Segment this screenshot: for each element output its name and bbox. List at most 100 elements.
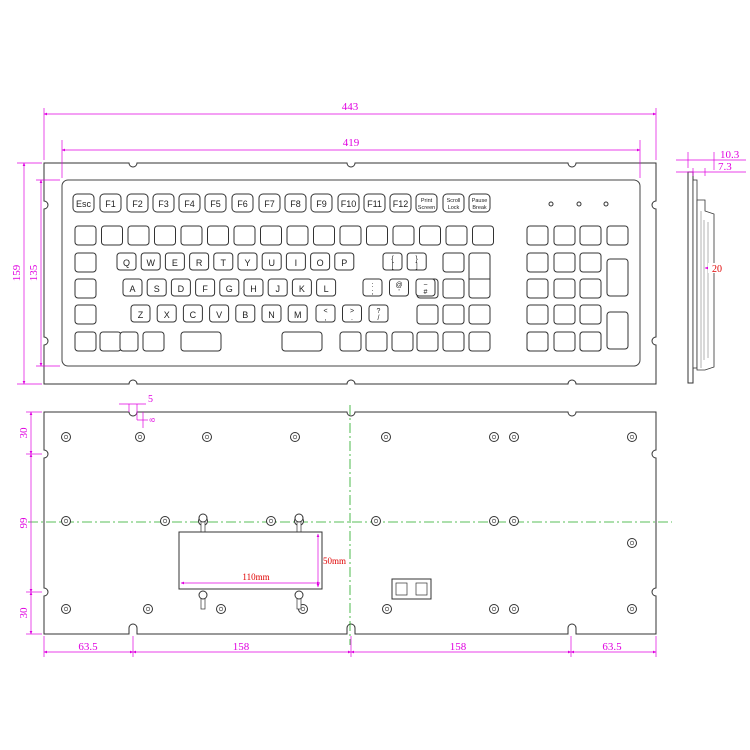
key — [391, 331, 414, 352]
front-dimensions: 443 419 159 135 — [11, 101, 657, 385]
function-key — [204, 193, 227, 213]
special-key — [415, 193, 438, 213]
bottom-middle-label: 99 — [18, 517, 30, 529]
key — [313, 225, 335, 246]
symbol-key-label: : — [372, 282, 374, 289]
numpad-key — [526, 278, 549, 299]
numpad-key — [579, 304, 602, 325]
bottom-left-label: 63.5 — [78, 641, 98, 653]
side-height-label: 20 — [712, 264, 722, 275]
mounting-stud — [294, 513, 304, 523]
symbol-key — [415, 278, 436, 297]
numpad-key — [579, 225, 602, 246]
mounting-stud — [143, 604, 153, 614]
mounting-stud-hole — [629, 434, 635, 440]
numpad-key — [553, 225, 576, 246]
letter-key-label: T — [221, 258, 227, 268]
letter-key — [130, 304, 151, 323]
mounting-stud — [198, 513, 208, 523]
mounting-stud — [627, 432, 637, 442]
mounting-stud-hole — [204, 434, 210, 440]
letter-key — [261, 252, 282, 271]
mounting-stud — [509, 516, 519, 526]
numpad-key — [526, 252, 549, 273]
mounting-stud — [160, 516, 170, 526]
mounting-stud — [381, 432, 391, 442]
mounting-stud-hole — [511, 606, 517, 612]
symbol-key-label: ' — [398, 289, 399, 296]
letter-key-label: C — [190, 310, 197, 320]
symbol-key-label: @ — [395, 282, 402, 289]
symbol-key — [406, 252, 427, 271]
mounting-stud-hole — [511, 434, 517, 440]
mounting-stud-hole — [491, 606, 497, 612]
inner-height-label: 135 — [28, 264, 40, 281]
mounting-stud-hole — [63, 606, 69, 612]
mounting-stud-hole — [162, 518, 168, 524]
symbol-key-label: { — [391, 256, 394, 263]
letter-key-label: E — [172, 258, 178, 268]
letter-key — [287, 304, 308, 323]
indicator-led — [576, 201, 582, 207]
cutout-height-label: 50mm — [323, 556, 346, 566]
symbol-key-label: < — [323, 308, 327, 315]
symbol-key-label: # — [424, 289, 428, 296]
key — [154, 225, 176, 246]
symbol-key-label: [ — [392, 263, 394, 270]
key — [468, 304, 491, 325]
mounting-stud-hole — [292, 434, 298, 440]
letter-key — [209, 304, 230, 323]
symbol-key — [382, 252, 403, 271]
mounting-stud-hole — [145, 606, 151, 612]
mounting-stud — [489, 432, 499, 442]
numpad-key — [579, 331, 602, 352]
letter-key-label: P — [341, 258, 347, 268]
function-key-label: F6 — [237, 199, 248, 209]
numpad-key — [526, 304, 549, 325]
enter-key — [468, 252, 491, 299]
letter-key — [334, 252, 355, 271]
symbol-key — [362, 278, 383, 297]
mounting-stud-hole — [137, 434, 143, 440]
side-view: 10.3 7.3 20 — [676, 149, 746, 384]
letter-key-label: I — [295, 258, 298, 268]
symbol-key-label: ~ — [423, 282, 427, 289]
letter-key-label: A — [129, 284, 135, 294]
special-key-label: Pause — [472, 198, 488, 204]
letter-key-label: W — [146, 258, 155, 268]
symbol-key-label: } — [416, 256, 419, 263]
key — [365, 331, 388, 352]
letter-key — [182, 304, 203, 323]
mounting-stud-hole — [384, 606, 390, 612]
function-key — [152, 193, 175, 213]
numpad-key — [579, 252, 602, 273]
inner-width-label: 419 — [343, 137, 360, 149]
mounting-stud-hole — [373, 518, 379, 524]
bottom-top-label: 30 — [18, 427, 30, 439]
key — [339, 331, 362, 352]
letter-key — [316, 278, 337, 297]
key — [286, 225, 309, 246]
side-pcb — [692, 179, 698, 369]
symbol-key-label: ; — [372, 289, 374, 296]
mounting-stud-hole — [491, 434, 497, 440]
bottom-center-left-label: 158 — [233, 641, 250, 653]
mounting-stud — [216, 604, 226, 614]
key — [442, 331, 465, 352]
key — [416, 331, 439, 352]
numpad-key — [526, 331, 549, 352]
function-key-label: F1 — [105, 199, 116, 209]
key — [392, 225, 415, 246]
symbol-key-label: ? — [377, 308, 381, 315]
function-key-label: F11 — [367, 199, 382, 209]
mounting-stud — [61, 432, 71, 442]
function-key-label: F8 — [290, 199, 301, 209]
letter-key — [146, 278, 167, 297]
mounting-stud-hole — [63, 518, 69, 524]
function-key — [231, 193, 254, 213]
mounting-stud — [509, 604, 519, 614]
key — [416, 304, 439, 325]
letter-key-label: D — [178, 284, 185, 294]
mounting-stud-hole — [63, 434, 69, 440]
